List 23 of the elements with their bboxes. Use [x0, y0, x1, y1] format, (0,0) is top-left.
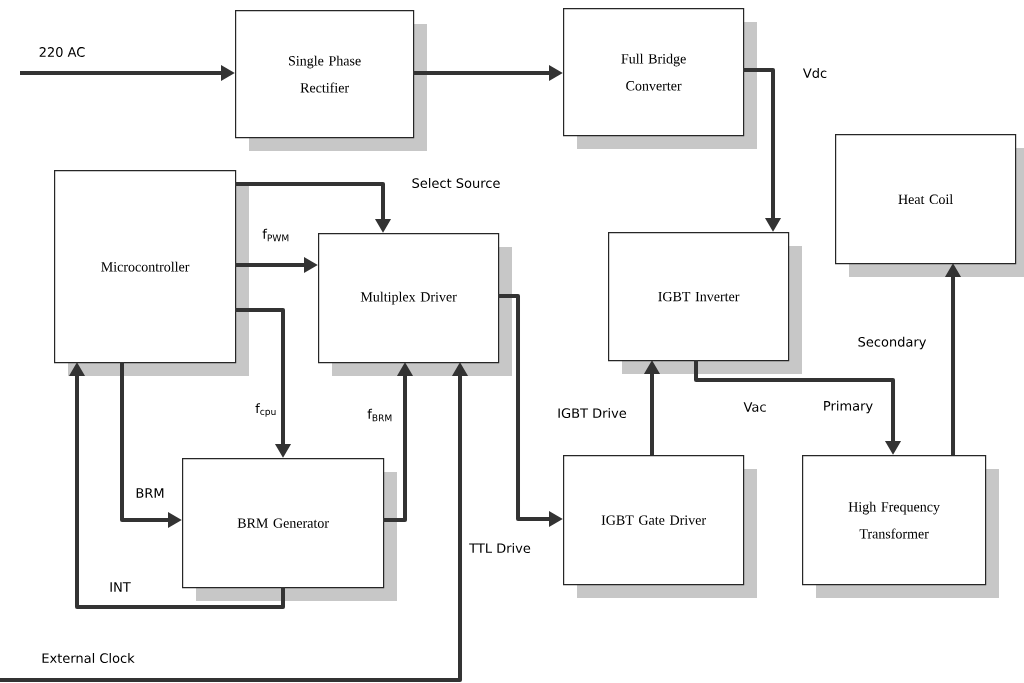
edge-label: f$_{BRM}$ — [367, 408, 392, 422]
edge-label: f$_{PWM}$ — [262, 228, 289, 242]
process-box: High Frequency Transformer — [802, 455, 999, 598]
process-box: Microcontroller — [54, 170, 249, 376]
process-box: IGBT Inverter — [608, 232, 802, 374]
edge-label: Vac — [743, 402, 766, 412]
process-box: Multiplex Driver — [318, 233, 512, 376]
process-box: IGBT Gate Driver — [563, 455, 757, 598]
edge-label: Select Source — [412, 177, 500, 189]
edge-label: Secondary — [858, 336, 927, 350]
edge-label: INT — [110, 582, 131, 592]
process-box: Heat Coil — [835, 134, 1024, 277]
edge-label: 220 AC — [39, 47, 85, 57]
edge-label: f$_{cpu}$ — [255, 403, 276, 417]
edge-label: TTL Drive — [469, 542, 531, 554]
signal-label: Primary — [824, 400, 873, 414]
process-box: BRM Generator — [182, 458, 397, 601]
process-box: Full Bridge Converter — [563, 8, 757, 149]
edge-label: Vdc — [802, 67, 827, 79]
process-box: Single Phase Rectifier — [235, 10, 427, 151]
edge-label: External Clock — [42, 653, 135, 664]
edge-label: IGBT Drive — [558, 407, 627, 419]
edge-label: BRM — [136, 488, 164, 498]
